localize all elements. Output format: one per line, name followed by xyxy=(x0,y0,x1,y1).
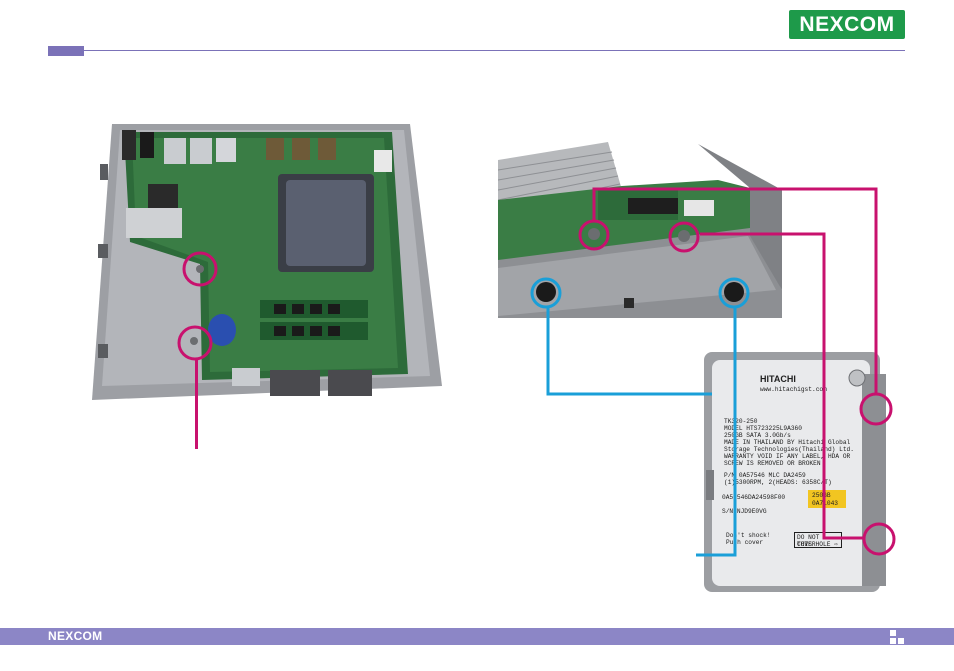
hdd-serial: S/N NJD9E0VG xyxy=(722,508,767,515)
mainboard-leader-line xyxy=(195,358,198,449)
hdd-do-not-cover-1: DO NOT COVER xyxy=(797,534,820,549)
nexcom-logo: NEXCOM xyxy=(789,10,905,39)
hdd-model-1: TK320-250 xyxy=(724,418,758,425)
hard-drive-photo xyxy=(702,350,888,594)
header-divider xyxy=(84,50,905,51)
magenta-callout-upper xyxy=(592,187,878,394)
hdd-screw-hole-upper xyxy=(859,392,893,426)
hdd-push-cover: Push cover xyxy=(726,539,764,546)
footer-logo: NEXCOM xyxy=(48,629,103,643)
hdd-do-not-cover: DO NOT COVER THIS HOLE ⇨ xyxy=(794,532,842,548)
logo-text: NEXCOM xyxy=(799,13,895,36)
hdd-capacity: 250GB SATA 3.0Gb/s xyxy=(724,432,791,439)
hdd-sticker xyxy=(808,490,846,508)
hdd-part: P/N 0A57546 MLC DA2459 xyxy=(724,472,806,479)
hdd-do-not-cover-2: THIS HOLE ⇨ xyxy=(797,541,838,548)
footer-bar xyxy=(0,628,954,645)
hdd-storage: Storage Technologies(Thailand) Ltd. xyxy=(724,446,854,453)
hdd-made-in: MADE IN THAILAND BY Hitachi Global xyxy=(724,439,851,446)
hdd-label: HITACHI www.hitachigst.com TK320-250 MOD… xyxy=(716,366,864,586)
hdd-heads: (1)5300RPM, 2(HEADS: 6358C/T) xyxy=(724,479,832,486)
header-accent-block xyxy=(48,46,84,56)
mainboard-photo xyxy=(92,124,442,400)
hdd-warranty: WARRANTY VOID IF ANY LABEL, HDA OR xyxy=(724,453,851,460)
hdd-screw-hole-lower xyxy=(862,522,896,556)
hdd-barcode: 0A57546DA24598F00 xyxy=(722,494,786,501)
hdd-dont-shock: Don't shock! xyxy=(726,532,771,539)
blue-callout-right xyxy=(696,306,737,557)
blue-callout-left xyxy=(546,306,712,396)
hdd-brand: HITACHI xyxy=(760,374,796,384)
chassis-side-photo xyxy=(498,140,782,320)
hdd-sticker-cap: 250GB xyxy=(812,492,831,499)
hdd-model-2: MODEL HTS723225L9A360 xyxy=(724,425,802,432)
magenta-callout-lower xyxy=(700,232,864,540)
hdd-website: www.hitachigst.com xyxy=(760,386,827,393)
page-marker-icon xyxy=(890,630,904,644)
hdd-screw: SCREW IS REMOVED OR BROKEN xyxy=(724,460,821,467)
